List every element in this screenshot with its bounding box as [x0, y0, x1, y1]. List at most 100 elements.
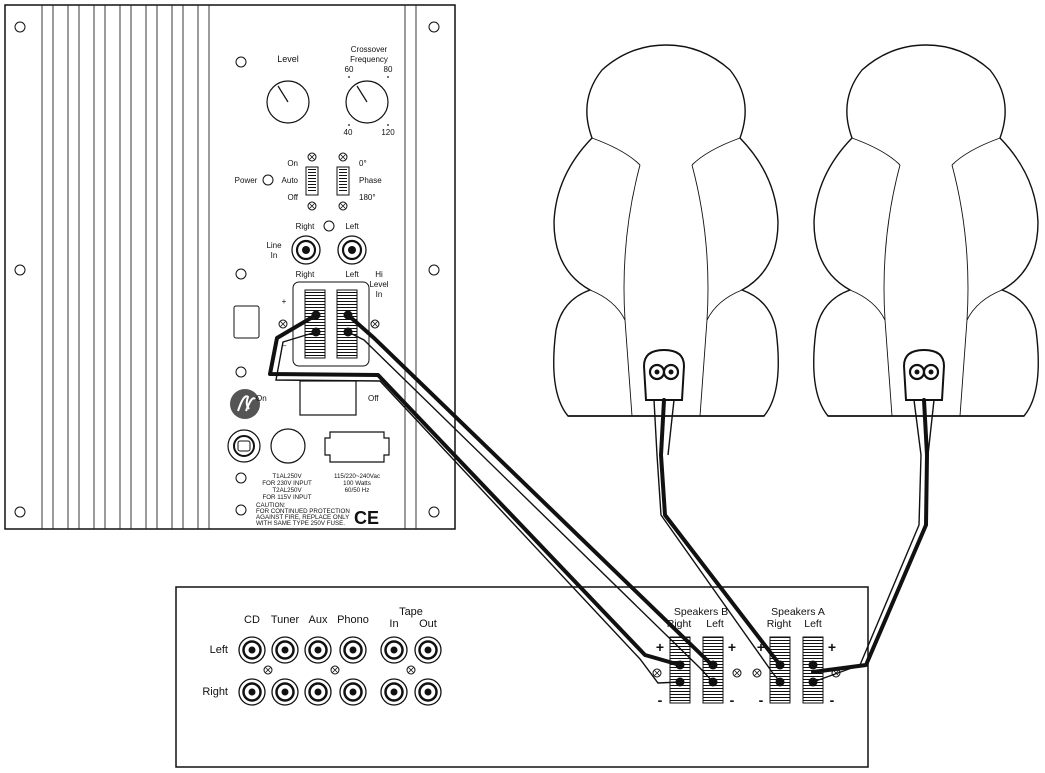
- power-screw-top: [307, 152, 317, 162]
- phase-screw-bottom: [338, 201, 348, 211]
- hi-level-right-label: Right: [296, 270, 315, 279]
- speakers-b-left-label: Left: [706, 618, 724, 630]
- speakers-b-right-terminal[interactable]: [669, 636, 691, 704]
- level-label: Level: [277, 54, 299, 64]
- power-label: Power: [235, 176, 258, 185]
- rca-jack-tape-in-left[interactable]: [380, 636, 408, 664]
- line-in-label-1: Line: [266, 241, 282, 250]
- power-off-label: Off: [287, 193, 298, 202]
- tape-label: Tape: [399, 606, 423, 618]
- crossover-tick-dots: [348, 76, 389, 126]
- input-label-aux: Aux: [309, 614, 328, 626]
- subwoofer-panel: Level Crossover Frequency 60 80 40 120 P…: [4, 4, 456, 530]
- rca-jack-cd-left[interactable]: [238, 636, 266, 664]
- receiver-panel: CD Tuner Aux Phono Tape In Out Left Righ…: [175, 586, 869, 768]
- speakers-b-left-terminal[interactable]: [702, 636, 724, 704]
- hi-level-screw-right: [370, 319, 380, 329]
- crossover-title-2: Frequency: [350, 55, 388, 64]
- fuse-info-2: FOR 230V INPUT: [262, 480, 312, 487]
- speakers-a-right-label: Right: [767, 618, 792, 630]
- mains-rocker-switch[interactable]: [299, 380, 357, 416]
- hi-level-left-label: Left: [345, 270, 359, 279]
- crossover-tick-40: 40: [344, 128, 353, 137]
- wire-sub-right-minus: [275, 331, 681, 684]
- hi-level-plus: +: [282, 297, 287, 306]
- caution-3: AGAINST FIRE, REPLACE ONLY: [256, 514, 349, 521]
- round-plug-cutout: [270, 428, 306, 464]
- speakers-a-plus-left: +: [757, 639, 765, 655]
- hi-level-minus: –: [282, 341, 287, 350]
- speaker-right: [553, 44, 779, 417]
- line-in-left-label: Left: [345, 222, 359, 231]
- mains-on-label: On: [256, 394, 267, 403]
- wire-speaker-left-b: [812, 399, 922, 683]
- rca-jack-tape-out-right[interactable]: [414, 678, 442, 706]
- caution-2: FOR CONTINUED PROTECTION: [256, 508, 350, 515]
- phase-label: Phase: [359, 176, 382, 185]
- speakers-b-screw-left: [652, 668, 662, 678]
- crossover-knob[interactable]: [345, 80, 389, 124]
- rca-jack-tape-in-right[interactable]: [380, 678, 408, 706]
- wire-speaker-right-c: [667, 399, 675, 456]
- hi-level-label-1: Hi: [375, 270, 383, 279]
- rca-jack-tuner-right[interactable]: [271, 678, 299, 706]
- level-knob[interactable]: [266, 80, 310, 124]
- hi-level-screw-left: [278, 319, 288, 329]
- speaker-right-binding-posts[interactable]: [642, 348, 686, 401]
- receiver-screw-1: [263, 665, 273, 675]
- power-switch[interactable]: [305, 166, 319, 196]
- iec-power-inlet[interactable]: [324, 431, 390, 463]
- power-screw-bottom: [307, 201, 317, 211]
- rca-jack-aux-left[interactable]: [304, 636, 332, 664]
- tape-out-label: Out: [419, 618, 437, 630]
- rca-jack-phono-left[interactable]: [339, 636, 367, 664]
- power-auto-label: Auto: [282, 176, 299, 185]
- speakers-a-plus-right: +: [828, 639, 836, 655]
- speakers-b-title: Speakers B: [674, 606, 728, 618]
- mounting-holes: [14, 21, 440, 518]
- wire-speaker-left-a: [811, 398, 929, 674]
- fuse-holder[interactable]: [227, 429, 261, 463]
- rca-jack-phono-right[interactable]: [339, 678, 367, 706]
- tape-in-label: In: [389, 618, 398, 630]
- hi-level-label-2: Level: [369, 280, 388, 289]
- speaker-wires: [268, 313, 935, 684]
- speakers-a-minus-right: -: [830, 692, 835, 708]
- line-in-right-jack[interactable]: [291, 235, 321, 265]
- fuse-info-4: FOR 115V INPUT: [262, 494, 311, 501]
- wire-speaker-right-b: [653, 399, 781, 683]
- speakers-b-minus-right: -: [730, 692, 735, 708]
- crossover-tick-60: 60: [345, 65, 354, 74]
- rca-jack-aux-right[interactable]: [304, 678, 332, 706]
- line-in-right-label: Right: [296, 222, 315, 231]
- heatsink-fins: [41, 5, 417, 529]
- service-port: [233, 305, 260, 339]
- line-in-label-2: In: [271, 251, 278, 260]
- phase-180-label: 180°: [359, 193, 376, 202]
- fuse-info-1: T1AL250V: [272, 473, 302, 480]
- speaker-left: [813, 44, 1039, 417]
- speakers-b-plus-left: +: [656, 639, 664, 655]
- brand-logo: [230, 389, 260, 419]
- rca-jack-tape-out-left[interactable]: [414, 636, 442, 664]
- rca-jack-cd-right[interactable]: [238, 678, 266, 706]
- rca-jack-tuner-left[interactable]: [271, 636, 299, 664]
- power-led: [262, 174, 274, 186]
- hi-level-right-terminal[interactable]: [304, 289, 326, 359]
- caution-1: CAUTION:: [256, 502, 286, 509]
- wire-sub-right-plus: [268, 313, 682, 667]
- speakers-a-title: Speakers A: [771, 606, 825, 618]
- ce-mark: CE: [354, 508, 379, 528]
- voltage-info-2: 100 Watts: [343, 480, 371, 487]
- speaker-left-binding-posts[interactable]: [902, 348, 946, 401]
- speakers-b-minus-left: -: [658, 692, 663, 708]
- receiver-screw-3: [406, 665, 416, 675]
- line-in-indicator: [323, 220, 335, 232]
- input-label-tuner: Tuner: [271, 614, 300, 626]
- speakers-a-right-terminal[interactable]: [769, 636, 791, 704]
- hi-level-left-terminal[interactable]: [336, 289, 358, 359]
- phase-switch[interactable]: [336, 166, 350, 196]
- row-label-right: Right: [202, 686, 228, 698]
- fuse-info-3: T2AL250V: [272, 487, 302, 494]
- line-in-left-jack[interactable]: [337, 235, 367, 265]
